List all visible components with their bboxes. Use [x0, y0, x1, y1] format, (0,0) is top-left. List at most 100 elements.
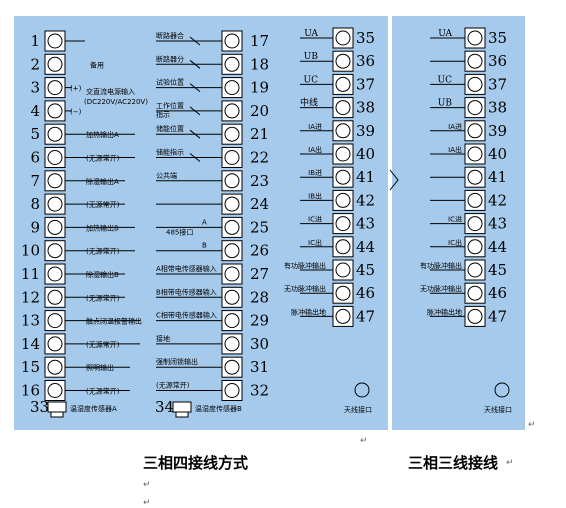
terminal-number: 6	[30, 149, 40, 167]
terminal-number: 44	[356, 238, 375, 256]
terminal-label: B相带电传感器输入	[156, 287, 217, 296]
terminal-screw	[467, 308, 483, 324]
terminal-screw	[47, 196, 63, 212]
terminal-label: UA	[438, 29, 452, 39]
terminal-label: (无源常开)	[86, 200, 120, 209]
terminal-number: 13	[21, 312, 40, 330]
terminal-screw	[467, 30, 483, 46]
terminal-number: 32	[250, 382, 269, 400]
sensor-label: 温湿度传感器A	[70, 404, 117, 413]
terminal-screw	[224, 219, 240, 235]
terminal-label: IA出	[448, 145, 462, 154]
terminal-label: IA进	[308, 123, 322, 131]
terminal-label: 断路器分	[156, 54, 184, 63]
right-panel	[392, 16, 525, 430]
sensor-label: 温湿度传感器B	[195, 404, 242, 413]
terminal-label: 接地	[156, 334, 170, 343]
terminal-screw	[467, 285, 483, 301]
terminal-label: UB	[304, 52, 319, 62]
terminal-screw	[47, 243, 63, 259]
switch-contact	[189, 36, 201, 46]
terminal-screw	[224, 173, 240, 189]
terminal-number: 45	[356, 261, 375, 279]
terminal-number: 9	[30, 218, 40, 236]
terminal-number: 5	[30, 125, 40, 143]
return-mark: ↵	[360, 436, 368, 446]
terminal-label: C相带电传感器输入	[156, 311, 217, 320]
terminal-number: 12	[21, 288, 40, 306]
terminal-label: 无功脉冲输出	[420, 284, 462, 293]
terminal-screw	[335, 53, 351, 69]
terminal-label: IC出	[308, 238, 322, 247]
terminal-number: 30	[250, 335, 269, 353]
terminal-screw	[47, 150, 63, 165]
terminal-number: 11	[21, 265, 40, 283]
rs485-label: 485接口	[166, 227, 193, 236]
terminal-number: 23	[250, 172, 269, 190]
terminal-screw	[224, 80, 240, 96]
terminal-number: 41	[488, 168, 507, 186]
terminal-number: 15	[21, 358, 40, 376]
terminal-number: 38	[356, 99, 375, 117]
terminal-label: 脉冲输出地	[291, 307, 326, 316]
caption-three-phase-four-wire: 三相四接线方式	[143, 454, 249, 472]
sensor-connector-tab	[50, 411, 64, 418]
terminal-label: (无源常开)	[86, 247, 120, 256]
terminal-label: (无源常开)	[86, 293, 120, 302]
terminal-number: 40	[488, 145, 507, 163]
terminal-screw	[224, 126, 240, 142]
antenna-port	[354, 382, 370, 398]
terminal-number: 17	[250, 32, 269, 50]
terminal-label: 断路器合	[156, 31, 184, 40]
terminal-label: 备用	[90, 60, 104, 69]
terminal-screw	[224, 383, 240, 398]
terminal-screw	[467, 100, 483, 116]
caption-three-phase-three-wire: 三相三线接线	[408, 454, 499, 472]
terminal-label: 公共端	[156, 171, 177, 180]
terminal-label: (无源常开)	[86, 387, 120, 396]
terminal-screw	[467, 192, 483, 208]
terminal-label: 除湿输出B	[86, 270, 119, 279]
terminal-number: 19	[250, 79, 269, 97]
terminal-screw	[467, 262, 483, 278]
terminal-number: 36	[356, 52, 375, 70]
terminal-number: 10	[21, 242, 40, 260]
terminal-screw	[47, 336, 63, 352]
return-mark: ↵	[143, 498, 151, 508]
terminal-label: 强制闭锁输出	[156, 357, 198, 366]
terminal-screw	[47, 383, 63, 398]
terminal-label: 无功脉冲输出	[284, 284, 326, 293]
terminal-number: 3	[30, 79, 40, 97]
terminal-label: (无源常开)	[86, 340, 120, 349]
return-mark: ↵	[506, 458, 514, 468]
terminal-label: 加热输出B	[86, 223, 119, 232]
terminal-number: 39	[488, 122, 507, 140]
terminal-screw	[335, 308, 351, 324]
terminal-screw	[335, 169, 351, 185]
terminal-number: 7	[30, 172, 40, 190]
terminal-number: 47	[488, 307, 507, 325]
terminal-number: 31	[250, 358, 269, 376]
terminal-number: 14	[21, 335, 40, 353]
terminal-screw	[47, 103, 63, 119]
terminal-label: 加热输出A	[86, 130, 119, 139]
terminal-label: 脉冲输出地	[427, 307, 462, 316]
terminal-number: 18	[250, 55, 269, 73]
terminal-label: IA进	[448, 123, 462, 131]
antenna-label: 天线接口	[344, 405, 372, 414]
terminal-screw	[224, 336, 240, 352]
antenna-label: 天线接口	[484, 405, 512, 414]
terminal-label: (−)	[70, 108, 82, 116]
terminal-screw	[224, 313, 240, 329]
switch-contact	[189, 83, 201, 92]
switch-contact	[189, 106, 201, 116]
terminal-screw	[467, 239, 483, 255]
terminal-label: IB出	[308, 191, 322, 200]
terminal-label: UB	[438, 99, 453, 109]
terminal-screw	[224, 33, 240, 49]
terminal-number: 43	[488, 215, 507, 233]
terminal-number: 16	[21, 382, 40, 400]
terminal-screw	[47, 289, 63, 305]
terminal-number: 2	[30, 55, 40, 73]
terminal-screw	[467, 146, 483, 162]
